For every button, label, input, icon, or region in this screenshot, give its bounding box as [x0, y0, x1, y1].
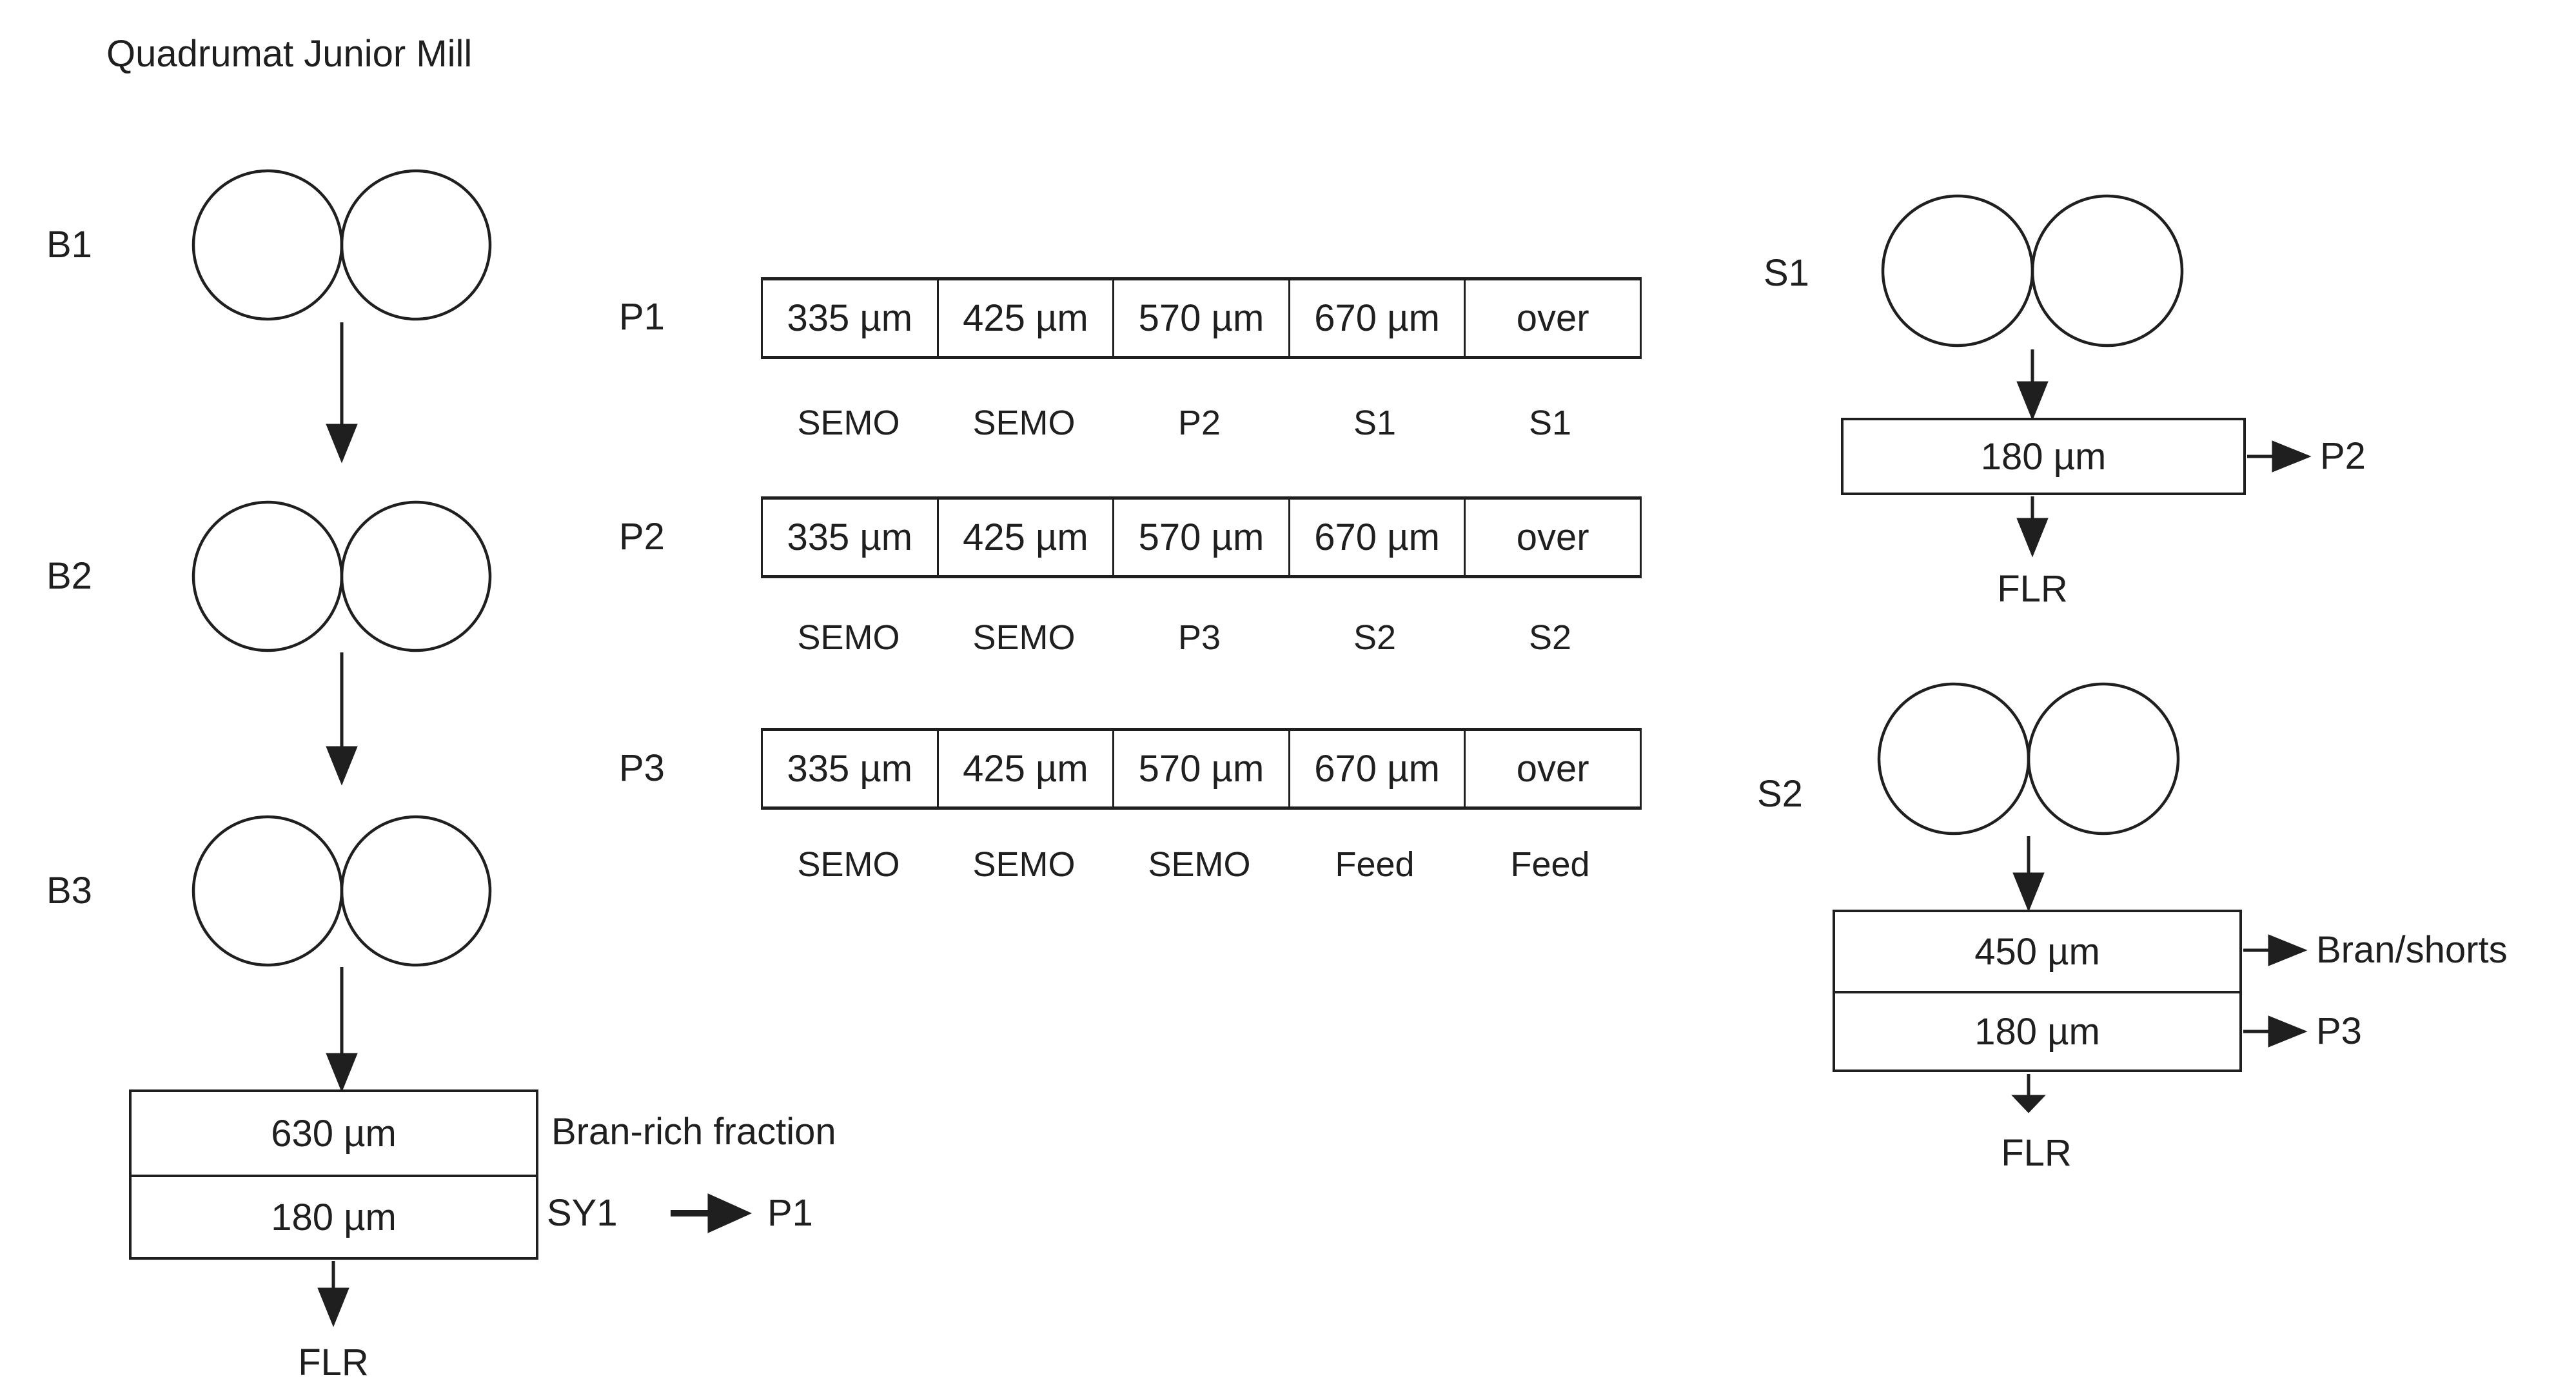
s1-roll-left: [1881, 194, 2034, 347]
sieve-cell: 335 µm: [763, 731, 939, 806]
s1-sifter-mesh-180: 180 µm: [1980, 435, 2107, 478]
s2-label: S2: [1757, 773, 1803, 815]
arrow-b1-to-b2: [326, 322, 358, 464]
b3-roll-right: [340, 815, 492, 967]
sieve-cell: 425 µm: [939, 500, 1115, 575]
p2-destination: S2: [1353, 618, 1397, 657]
arrow-s2-sifter-to-bran: [2243, 934, 2308, 966]
page-title: Quadrumat Junior Mill: [106, 33, 473, 75]
b3-label: B3: [46, 870, 92, 912]
sieve-cell: 570 µm: [1114, 500, 1290, 575]
p3-destination: SEMO: [1148, 845, 1251, 884]
b1-label: B1: [46, 224, 92, 266]
s2-roll-left: [1877, 682, 2030, 835]
s2-flr-label: FLR: [2001, 1132, 2072, 1174]
s2-sifter-box: 450 µm 180 µm: [1833, 910, 2242, 1072]
p2-destination: SEMO: [972, 618, 1076, 657]
sieve-cell: 570 µm: [1114, 731, 1290, 806]
s1-tail-p2-label: P2: [2320, 435, 2366, 477]
b2-roll-left: [192, 500, 344, 652]
plansifter-p1-label: P1: [619, 296, 665, 338]
plansifter-p2-table: 335 µm 425 µm 570 µm 670 µm over: [761, 496, 1642, 578]
b2-roll-right: [340, 500, 492, 652]
b3-roll-left: [192, 815, 344, 967]
s1-roll-right: [2030, 194, 2184, 347]
sieve-cell: 425 µm: [939, 280, 1115, 356]
sy1-note: SY1: [547, 1192, 618, 1234]
sieve-cell: 570 µm: [1114, 280, 1290, 356]
plansifter-p3-label: P3: [619, 747, 665, 789]
b1-roll-left: [192, 169, 344, 321]
arrow-s1-to-sifter: [2016, 349, 2049, 421]
sieve-cell: over: [1516, 516, 1589, 558]
p2-destination: SEMO: [797, 618, 900, 657]
arrow-sy1-to-p1: [671, 1193, 752, 1233]
b2-label: B2: [46, 555, 92, 597]
s1-label: S1: [1764, 252, 1809, 294]
plansifter-p1-table: 335 µm 425 µm 570 µm 670 µm over: [761, 277, 1642, 359]
s2-tail-bran-shorts-label: Bran/shorts: [2316, 929, 2508, 971]
p3-destination: SEMO: [972, 845, 1076, 884]
s2-tail-p3-label: P3: [2316, 1010, 2362, 1052]
s2-sifter-mesh-450: 450 µm: [1974, 930, 2100, 973]
sieve-cell: 335 µm: [763, 280, 939, 356]
arrow-b3-sifter-to-flr: [317, 1261, 349, 1327]
p3-destination: SEMO: [797, 845, 900, 884]
sy1-note-target: P1: [767, 1192, 813, 1234]
b1-roll-right: [340, 169, 492, 321]
p1-destination: S1: [1528, 404, 1572, 442]
sieve-cell: 335 µm: [763, 500, 939, 575]
s1-flr-label: FLR: [1997, 568, 2068, 610]
p3-destination: Feed: [1510, 845, 1590, 884]
bran-rich-fraction-note: Bran-rich fraction: [551, 1111, 836, 1153]
p1-destination: S1: [1353, 404, 1397, 442]
sieve-cell: over: [1516, 748, 1589, 790]
sieve-cell: over: [1516, 297, 1589, 339]
sieve-cell: 670 µm: [1290, 731, 1466, 806]
s2-roll-right: [2027, 682, 2180, 835]
arrow-s1-sifter-to-p2: [2247, 440, 2312, 473]
b3-sifter-mesh-630: 630 µm: [271, 1112, 397, 1155]
s2-sifter-mesh-180: 180 µm: [1835, 991, 2239, 1070]
sieve-cell: 425 µm: [939, 731, 1115, 806]
plansifter-p3-table: 335 µm 425 µm 570 µm 670 µm over: [761, 728, 1642, 810]
arrow-b2-to-b3: [326, 652, 358, 786]
s1-sifter-box: 180 µm: [1841, 418, 2246, 495]
plansifter-p2-label: P2: [619, 516, 665, 558]
b3-sifter-box: 630 µm 180 µm: [129, 1089, 538, 1260]
p2-destination: S2: [1528, 618, 1572, 657]
arrow-s2-sifter-to-p3: [2243, 1015, 2308, 1048]
b3-sifter-mesh-180: 180 µm: [132, 1175, 536, 1257]
arrow-b3-to-sifter: [326, 967, 358, 1093]
arrow-s1-sifter-to-flr: [2016, 496, 2049, 558]
p1-destination: SEMO: [972, 404, 1076, 442]
arrow-s2-to-sifter: [2012, 836, 2045, 912]
b3-flr-label: FLR: [298, 1342, 369, 1383]
p1-destination: P2: [1177, 404, 1221, 442]
p2-destination: P3: [1177, 618, 1221, 657]
sieve-cell: 670 µm: [1290, 280, 1466, 356]
arrow-s2-sifter-to-flr: [2011, 1074, 2046, 1113]
p3-destination: Feed: [1335, 845, 1415, 884]
p1-destination: SEMO: [797, 404, 900, 442]
sieve-cell: 670 µm: [1290, 500, 1466, 575]
